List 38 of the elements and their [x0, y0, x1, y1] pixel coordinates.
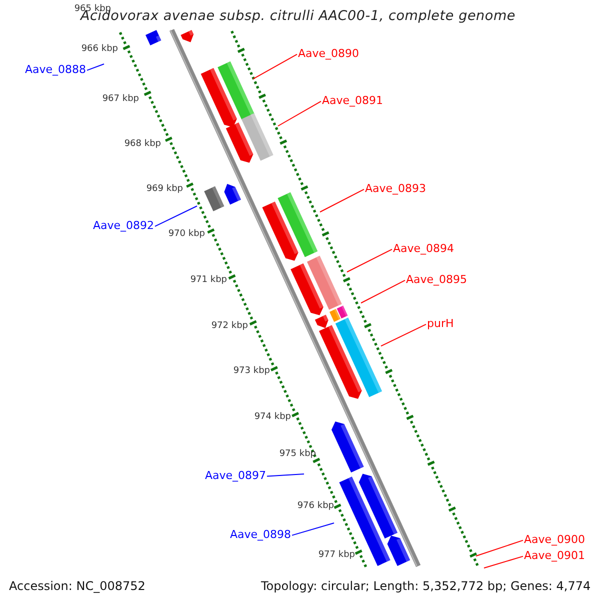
gene-label: Aave_0894 — [393, 243, 454, 256]
gene-label: Aave_0901 — [524, 550, 586, 563]
leader-line — [380, 324, 426, 346]
leader-line — [278, 100, 322, 126]
tick-label: 974 kbp — [254, 412, 291, 422]
tick-label: 966 kbp — [81, 44, 118, 54]
leader-line — [320, 188, 364, 212]
tick-label: 973 kbp — [233, 366, 270, 376]
tick-label: 977 kbp — [318, 550, 355, 560]
gene-label: Aave_0891 — [322, 95, 384, 108]
leader-line — [484, 556, 524, 568]
leader-line — [154, 206, 198, 227]
tick-label: 971 kbp — [190, 275, 227, 286]
leader-line — [266, 474, 304, 477]
gene-label: Aave_0888 — [24, 64, 86, 77]
tick-label: 976 kbp — [297, 501, 334, 512]
gene-label: Aave_0895 — [406, 274, 468, 287]
accession-text: Accession: NC_008752 — [9, 580, 146, 594]
gene-label: Aave_0892 — [92, 220, 154, 233]
tick-label: 968 kbp — [124, 139, 161, 150]
leader-line — [476, 540, 524, 556]
gene-label: purH — [427, 318, 454, 331]
leader-line — [252, 54, 298, 80]
tick-label: 969 kbp — [146, 184, 183, 194]
leader-line — [86, 64, 104, 71]
gene-label: Aave_0898 — [230, 529, 291, 542]
gene-label: Aave_0897 — [204, 470, 266, 483]
leader-line — [292, 522, 334, 536]
tick-label: 972 kbp — [211, 321, 248, 332]
tick-label: 967 kbp — [102, 94, 139, 104]
genome-summary-text: Topology: circular; Length: 5,352,772 bp; Genes: 4,774 — [261, 580, 591, 594]
gene-label: Aave_0890 — [298, 48, 360, 61]
leader-line — [360, 280, 406, 304]
tick-label: 975 kbp — [279, 449, 316, 460]
gene-label: Aave_0893 — [365, 183, 426, 196]
gene-label: Aave_0900 — [524, 534, 586, 547]
tick-label: 970 kbp — [168, 229, 205, 240]
leader-line — [346, 248, 392, 272]
